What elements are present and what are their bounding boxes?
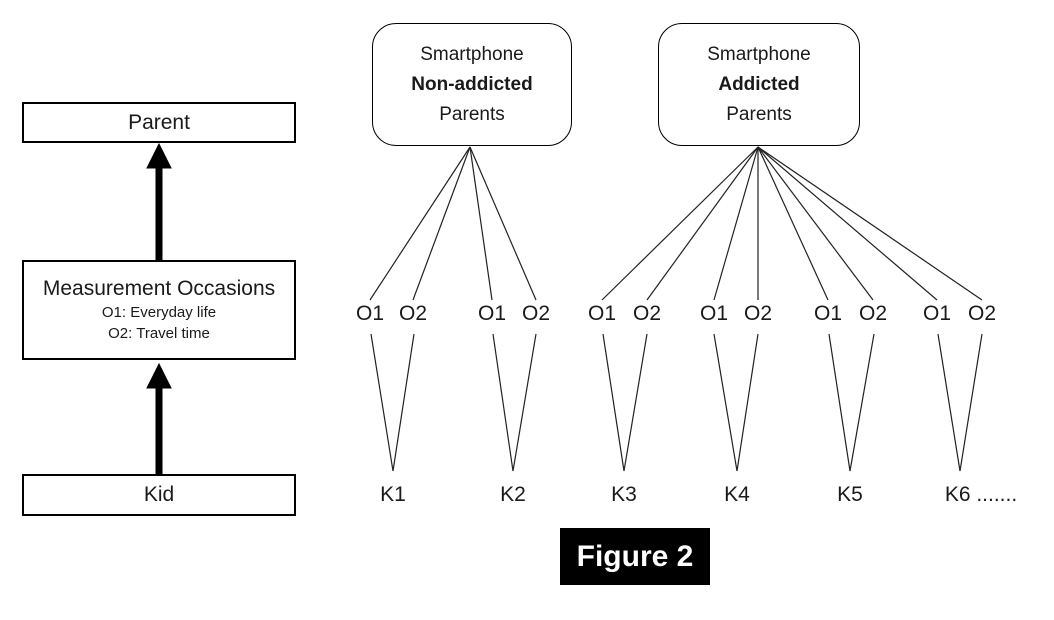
group-line1: Smartphone xyxy=(707,43,811,65)
group-line2: Addicted xyxy=(718,73,800,95)
occasion-label: O2 xyxy=(967,302,997,325)
kid-box-label: Kid xyxy=(143,483,175,506)
fan-lines-addicted xyxy=(601,146,983,301)
figure-caption: Figure 2 xyxy=(560,528,710,585)
kid-unit-label: K4 xyxy=(724,483,750,506)
measurement-box-title: Measurement Occasions xyxy=(42,277,276,300)
group-box-addicted: Smartphone Addicted Parents xyxy=(658,23,860,146)
parent-box: Parent xyxy=(22,102,296,143)
occasion-label: O2 xyxy=(521,302,551,325)
parent-box-label: Parent xyxy=(128,110,190,134)
occasion-label: O1 xyxy=(813,302,843,325)
kid-unit-label: K3 xyxy=(611,483,637,506)
kid-box: Kid xyxy=(22,474,296,516)
group-line1: Smartphone xyxy=(420,43,524,65)
measurement-occasion1-label: O1: Everyday life xyxy=(101,304,217,321)
arrow-kid-to-measurement xyxy=(146,362,172,474)
measurement-occasions-box: Measurement Occasions O1: Everyday life … xyxy=(22,260,296,360)
occasion-label: O2 xyxy=(632,302,662,325)
occasion-label: O2 xyxy=(743,302,773,325)
occasion-label: O1 xyxy=(922,302,952,325)
arrow-measurement-to-parent xyxy=(146,142,172,260)
measurement-occasion2-label: O2: Travel time xyxy=(108,325,210,342)
occasion-label: O1 xyxy=(587,302,617,325)
group-box-non-addicted: Smartphone Non-addicted Parents xyxy=(372,23,572,146)
occasion-label: O1 xyxy=(355,302,385,325)
kid-unit-label: K1 xyxy=(380,483,406,506)
kid-unit-label: K6 ....... xyxy=(944,483,1018,506)
group-line3: Parents xyxy=(439,103,505,125)
fan-lines-non-addicted xyxy=(369,146,537,301)
kid-unit-label: K5 xyxy=(837,483,863,506)
occasion-label: O2 xyxy=(858,302,888,325)
group-line2: Non-addicted xyxy=(411,73,533,95)
kid-connector-lines xyxy=(370,333,983,472)
occasion-label: O1 xyxy=(699,302,729,325)
occasion-label: O1 xyxy=(477,302,507,325)
occasion-label: O2 xyxy=(398,302,428,325)
kid-unit-label: K2 xyxy=(500,483,526,506)
group-line3: Parents xyxy=(726,103,792,125)
